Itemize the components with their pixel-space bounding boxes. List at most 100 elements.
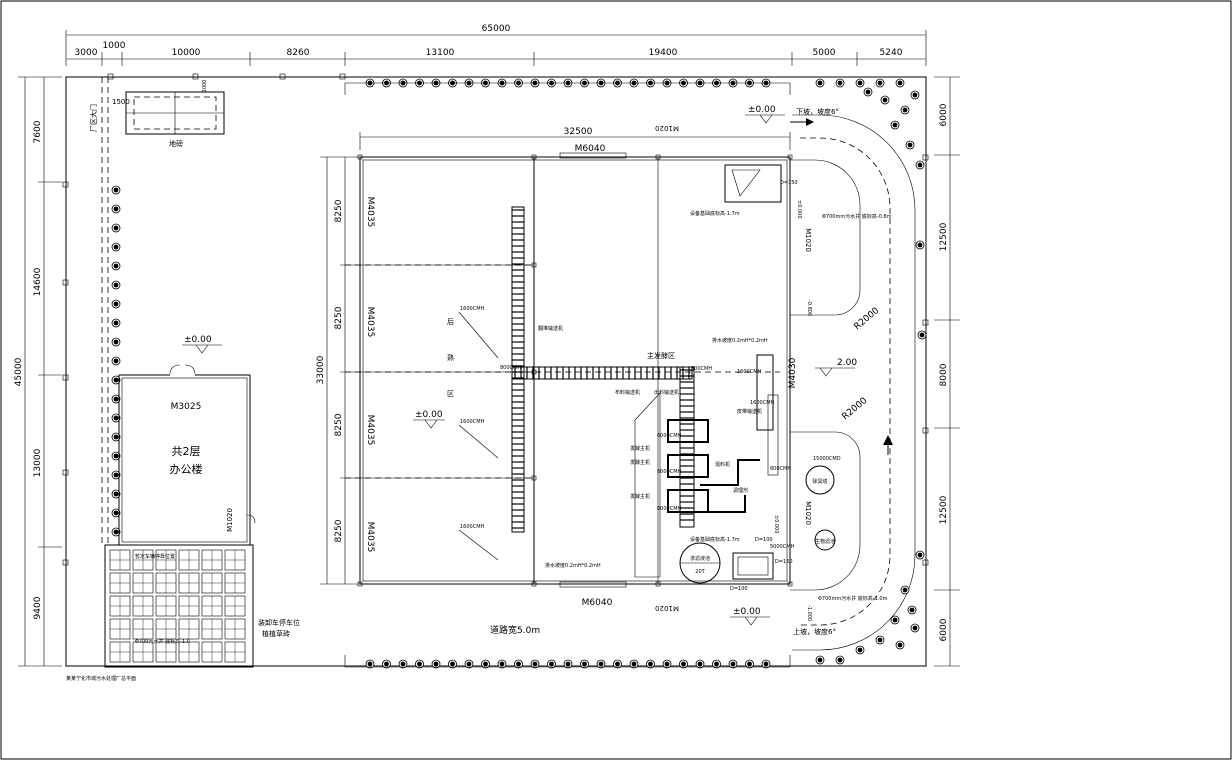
dim-top-8: 5240 bbox=[880, 48, 903, 58]
zone-back-2: 熟 bbox=[447, 353, 454, 362]
d150-bottom: D=150 bbox=[775, 559, 793, 565]
tree-dot bbox=[549, 661, 554, 667]
door-m4035-4: M4035 bbox=[365, 522, 375, 553]
dim-left-2: 14600 bbox=[33, 267, 43, 296]
right-trees bbox=[815, 78, 927, 665]
tree-dot bbox=[367, 661, 373, 667]
septic-note: Φ700污水井 底标高-1.0 bbox=[135, 638, 190, 645]
parking-labels: 暂定车辆停靠位置 Φ700污水井 底标高-1.0 装卸车停车位 植植草砖 bbox=[135, 553, 300, 645]
row-dim-1: 8250 bbox=[334, 199, 344, 222]
site-boundary bbox=[65, 76, 927, 667]
workshop-width: 32500 bbox=[564, 127, 593, 137]
tree-dot bbox=[113, 187, 119, 193]
tree-dot bbox=[113, 415, 119, 421]
dim-left-1: 7600 bbox=[33, 120, 43, 143]
machine-1: 翻堆输送机 bbox=[538, 325, 563, 332]
bottom-trees bbox=[365, 659, 771, 669]
machine-4: 发酵主机 bbox=[630, 445, 650, 452]
drain-bottom: 设备基础底标高-1.7m bbox=[690, 536, 740, 543]
door-m1020-right1: M1020 bbox=[804, 228, 812, 252]
dim-right-3: 8000 bbox=[939, 363, 949, 386]
row-dim-3: 8250 bbox=[334, 413, 344, 436]
tree-dot bbox=[897, 80, 903, 86]
dim-total-width: 65000 bbox=[482, 24, 511, 34]
door-m6040-bottom: M6040 bbox=[582, 598, 613, 608]
tree-dot bbox=[902, 107, 908, 113]
elev-bottom-right: ±0.00 bbox=[733, 607, 761, 617]
door-m1020-top: M1020 bbox=[655, 124, 679, 132]
tree-dot bbox=[892, 122, 898, 128]
door-m1020-bottom: M1020 bbox=[655, 604, 679, 612]
dim-top-1: 3000 bbox=[75, 48, 98, 58]
turning-conveyor bbox=[511, 206, 693, 533]
weighbridge-label: 地磅 bbox=[169, 139, 183, 148]
tree-dot bbox=[113, 453, 119, 459]
dim-right-4: 12500 bbox=[939, 495, 949, 524]
door-m4035-3: M4035 bbox=[365, 415, 375, 446]
tree-dot bbox=[113, 358, 119, 364]
tree-dot bbox=[433, 661, 439, 667]
office-side-door: M1020 bbox=[226, 508, 234, 532]
elev-small-3: ±0.000 bbox=[773, 515, 779, 534]
tree-dot bbox=[865, 89, 871, 95]
top-dimension-chain: 65000 3000 1000 10000 8260 13100 19400 5… bbox=[65, 24, 927, 66]
tree-dot bbox=[877, 637, 883, 643]
tree-dot bbox=[714, 661, 719, 667]
dim-top-2: 1000 bbox=[103, 41, 126, 51]
tree-dot bbox=[730, 661, 736, 667]
left-dimension-chain: 45000 7600 14600 13000 9400 bbox=[14, 76, 62, 667]
machine-6: 发酵主机 bbox=[630, 493, 650, 500]
radius-top: R2000 bbox=[853, 306, 882, 333]
gate-area: 厂区大门 1500 1000 bbox=[89, 77, 208, 545]
elev-small-4: -1.000 bbox=[806, 605, 812, 621]
flow-5: 1600CMH bbox=[750, 400, 775, 406]
main-workshop bbox=[345, 154, 793, 587]
tree-dot bbox=[648, 661, 653, 667]
zone-back-3: 区 bbox=[447, 390, 454, 398]
pipe-top: 排水坡度0.2mH*0.2mH bbox=[712, 337, 768, 344]
machine-7: 皮带输送机 bbox=[737, 408, 762, 415]
tree-dot bbox=[837, 657, 843, 663]
tree-dot bbox=[919, 332, 925, 338]
tree-dot bbox=[384, 661, 389, 667]
machine-10: 生物滤池 bbox=[815, 538, 835, 545]
tree-dot bbox=[113, 510, 119, 516]
parking-tag-2: 植植草砖 bbox=[262, 629, 290, 638]
tree-dot bbox=[113, 472, 119, 478]
tank-label: 渗滤液池 bbox=[690, 555, 710, 562]
tree-dot bbox=[817, 657, 823, 663]
tree-dot bbox=[113, 244, 119, 250]
machine-5: 发酵主机 bbox=[630, 459, 650, 466]
office-name: 办公楼 bbox=[170, 462, 203, 476]
workshop-height: 33000 bbox=[316, 355, 326, 384]
zone-main: 主发酵区 bbox=[647, 351, 675, 360]
right-ramp: R2000 R2000 2.00 Φ700mm污水井 底标高-0.8m Φ700… bbox=[773, 114, 916, 651]
tree-dot bbox=[902, 587, 908, 593]
dim-top-5: 13100 bbox=[426, 48, 455, 58]
pipe-bottom: 排水坡度0.2mH*0.2mH bbox=[545, 562, 601, 569]
tree-dot bbox=[113, 301, 119, 307]
right-dimension-chain: 6000 12500 8000 12500 6000 bbox=[934, 76, 960, 667]
tree-dot bbox=[697, 661, 703, 667]
right-elevations: ±0.00 下坡，坡度6° ±0.00 上坡，坡度6° bbox=[730, 105, 839, 636]
zone-labels: 后 熟 区 主发酵区 ±0.00 bbox=[413, 317, 675, 429]
machine-8: 混料机 bbox=[715, 461, 730, 468]
machine-3: 出料输送机 bbox=[654, 389, 679, 396]
office-elevation: ±0.00 bbox=[184, 335, 212, 345]
tree-dot bbox=[499, 661, 505, 667]
machine-9: 除臭塔 bbox=[812, 478, 827, 485]
dim-top-3: 10000 bbox=[172, 48, 201, 58]
tree-dot bbox=[113, 206, 119, 212]
tree-dot bbox=[857, 80, 863, 86]
tree-dot bbox=[747, 661, 752, 667]
zone-back-1: 后 bbox=[447, 317, 454, 326]
tree-dot bbox=[400, 661, 406, 667]
tree-dot bbox=[450, 661, 455, 667]
weighbridge: 地磅 bbox=[125, 91, 225, 148]
fence-posts bbox=[62, 73, 929, 566]
flow-2: 1600CMH bbox=[460, 419, 485, 425]
flow-4: 1600CMH bbox=[737, 369, 762, 375]
workshop-dimensions: 32500 33000 8250 8250 8250 8250 bbox=[316, 127, 791, 585]
parking-tag: 装卸车停车位 bbox=[258, 618, 300, 627]
